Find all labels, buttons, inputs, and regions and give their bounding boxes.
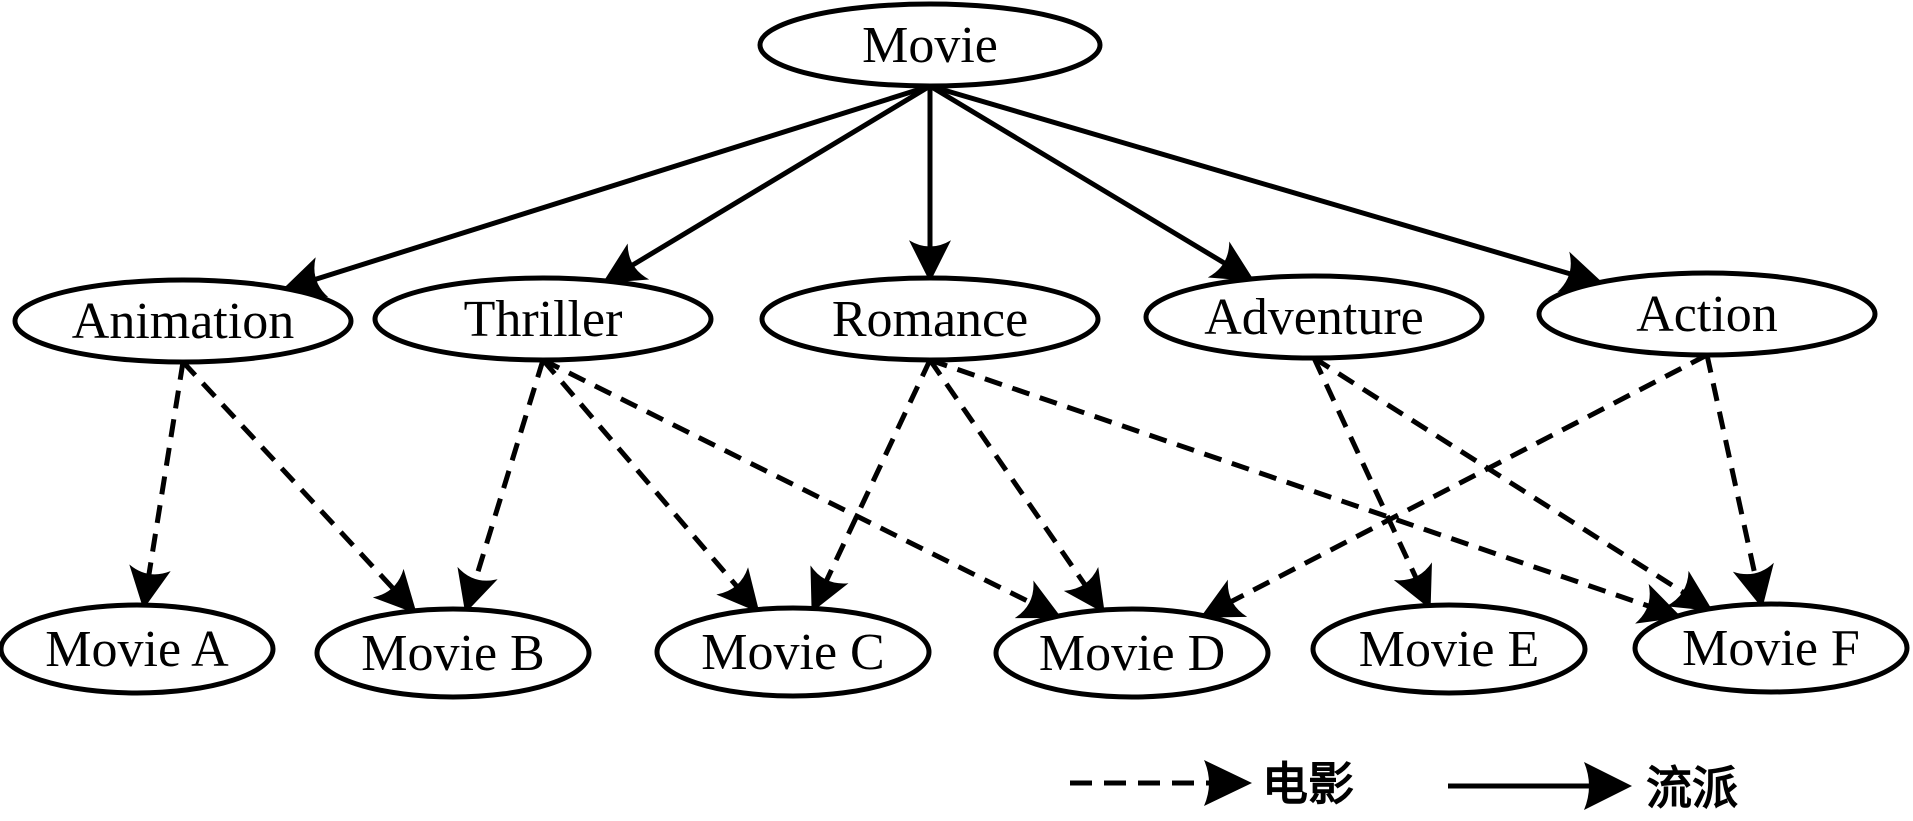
node-movie-a: Movie A bbox=[0, 602, 276, 696]
node-ellipse bbox=[1143, 273, 1485, 361]
node-label: Movie C bbox=[701, 624, 884, 681]
legend: 电影 流派 bbox=[1070, 757, 1738, 815]
node-label: Movie B bbox=[361, 625, 544, 682]
node-label: Movie E bbox=[1359, 621, 1540, 678]
edge-thriller-to-movie-c bbox=[541, 358, 760, 613]
node-label: Movie D bbox=[1039, 625, 1225, 682]
node-label: Action bbox=[1636, 286, 1778, 343]
node-label: Movie A bbox=[45, 621, 229, 678]
legend-solid-arrowhead bbox=[1584, 762, 1632, 810]
edge-adventure-to-movie-e bbox=[1311, 356, 1432, 610]
edges-layer bbox=[129, 83, 1774, 624]
edge-thriller-to-movie-d bbox=[541, 357, 1062, 619]
legend-solid-label: 流派 bbox=[1646, 761, 1738, 815]
node-ellipse bbox=[759, 275, 1101, 363]
edge-animation-to-movie-a bbox=[129, 361, 186, 610]
node-label: Thriller bbox=[464, 291, 623, 348]
node-animation: Animation bbox=[12, 277, 354, 365]
node-movie: Movie bbox=[757, 1, 1103, 89]
edge-action-to-movie-f bbox=[1704, 354, 1774, 609]
node-movie-b: Movie B bbox=[314, 606, 592, 700]
node-movie-f: Movie F bbox=[1632, 601, 1910, 695]
node-label: Romance bbox=[832, 291, 1028, 348]
edge-movie-to-thriller bbox=[602, 83, 932, 284]
node-action: Action bbox=[1536, 270, 1878, 358]
node-movie-e: Movie E bbox=[1310, 602, 1588, 696]
node-movie-d: Movie D bbox=[993, 606, 1271, 700]
node-ellipse bbox=[757, 1, 1103, 89]
edge-thriller-to-movie-b bbox=[457, 359, 546, 614]
node-thriller: Thriller bbox=[372, 275, 714, 363]
edge-action-to-movie-d bbox=[1200, 352, 1709, 618]
node-label: Movie F bbox=[1682, 620, 1860, 677]
node-ellipse bbox=[654, 605, 932, 699]
node-ellipse bbox=[1632, 601, 1910, 695]
node-ellipse bbox=[0, 602, 276, 696]
edge-romance-to-movie-d bbox=[927, 358, 1105, 614]
edge-adventure-to-movie-f bbox=[1312, 355, 1713, 612]
node-label: Movie bbox=[862, 17, 998, 74]
node-adventure: Adventure bbox=[1143, 273, 1485, 361]
node-movie-c: Movie C bbox=[654, 605, 932, 699]
legend-solid-item: 流派 bbox=[1448, 761, 1738, 815]
node-ellipse bbox=[372, 275, 714, 363]
legend-dashed-item: 电影 bbox=[1070, 757, 1354, 811]
legend-dashed-arrowhead bbox=[1204, 760, 1252, 806]
node-ellipse bbox=[1310, 602, 1588, 696]
node-ellipse bbox=[1536, 270, 1878, 358]
edge-movie-to-action bbox=[929, 83, 1604, 292]
edge-romance-to-movie-c bbox=[810, 358, 933, 613]
node-label: Adventure bbox=[1204, 289, 1423, 346]
legend-dashed-label: 电影 bbox=[1262, 757, 1354, 811]
edge-romance-to-movie-f bbox=[929, 357, 1682, 624]
node-romance: Romance bbox=[759, 275, 1101, 363]
edge-movie-to-animation bbox=[281, 83, 931, 298]
node-ellipse bbox=[12, 277, 354, 365]
node-ellipse bbox=[314, 606, 592, 700]
node-ellipse bbox=[993, 606, 1271, 700]
edge-animation-to-movie-b bbox=[181, 360, 417, 614]
node-label: Animation bbox=[72, 293, 294, 350]
edge-movie-to-adventure bbox=[928, 83, 1255, 282]
